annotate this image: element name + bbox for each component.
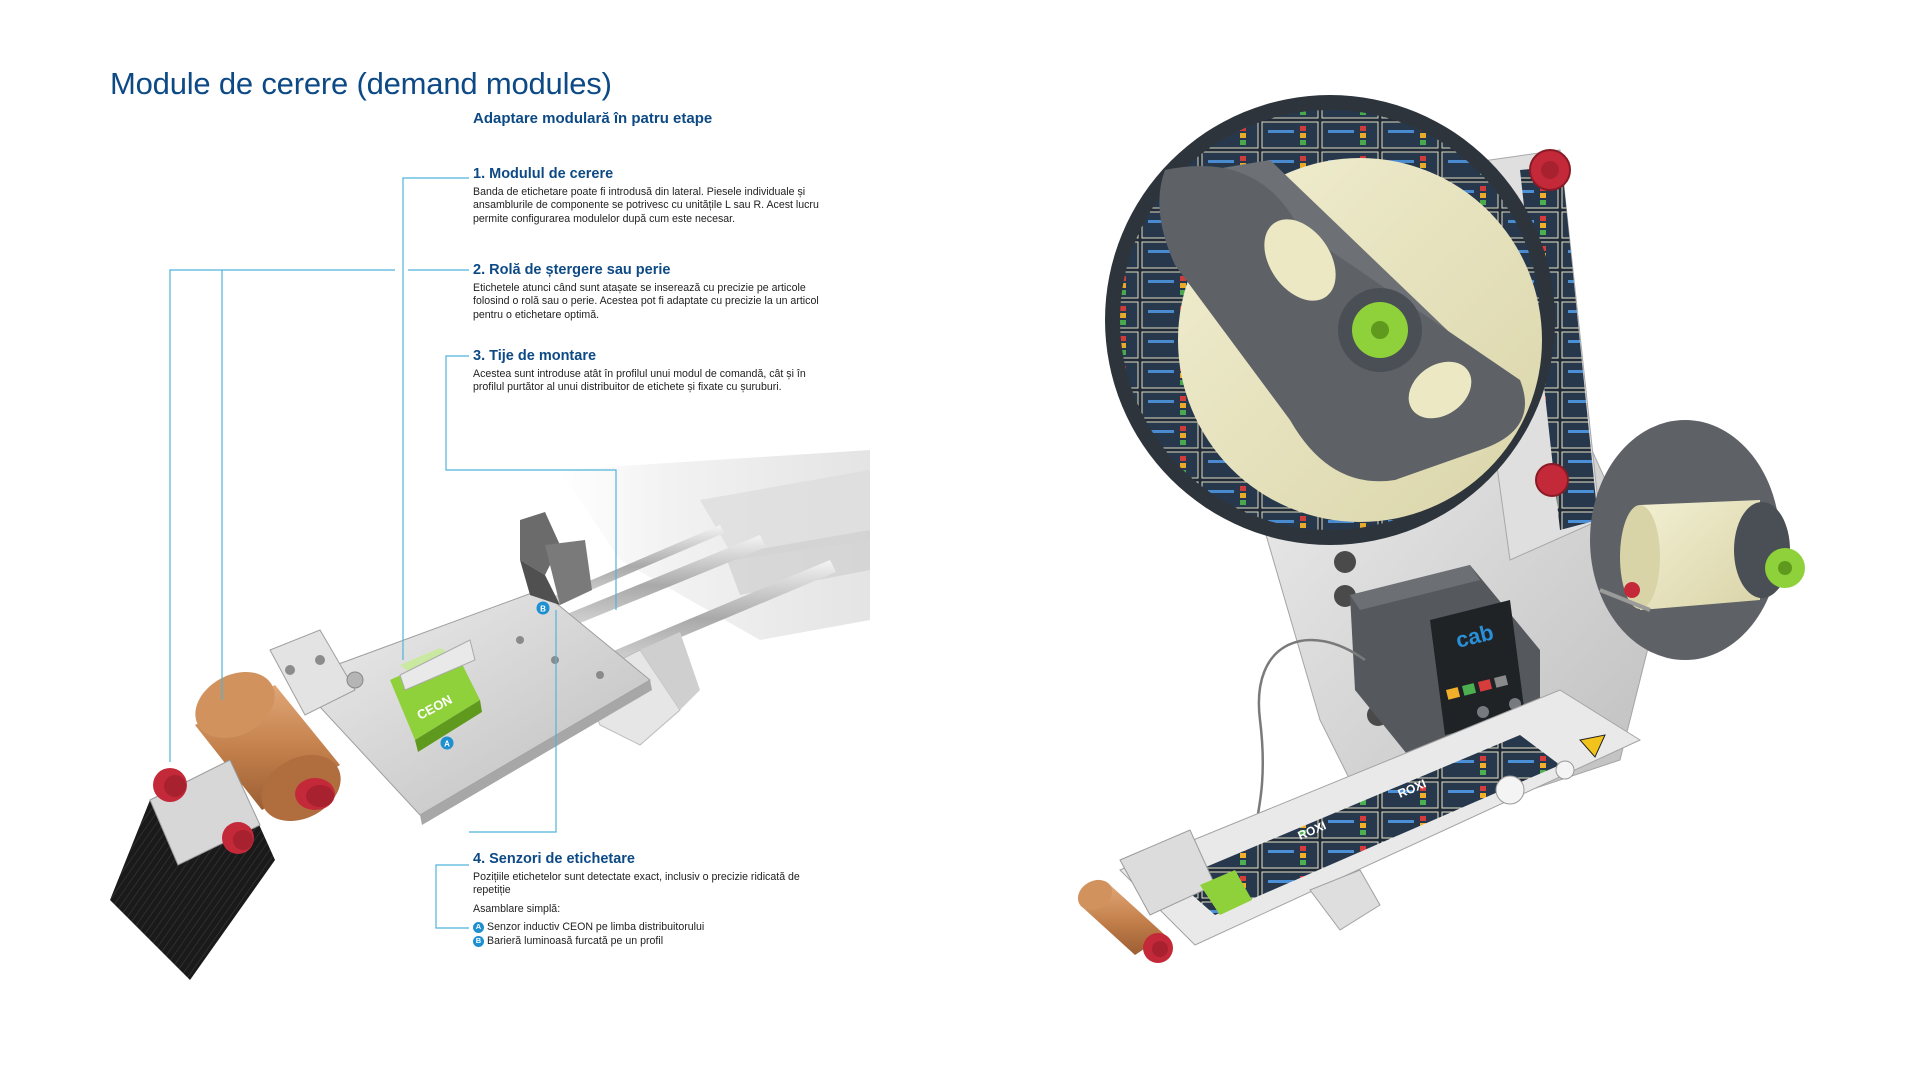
callout-label-sensors: 4. Senzori de etichetare Pozițiile etich… xyxy=(473,851,833,948)
wiper-roller xyxy=(195,671,341,822)
control-unit: cab xyxy=(1350,565,1540,770)
badge-a-marker xyxy=(440,736,454,750)
sensor-cable xyxy=(1248,638,1366,871)
warning-triangle-icon xyxy=(1579,734,1606,758)
callout-heading: 4. Senzori de etichetare xyxy=(473,851,635,867)
label-strip-tongue xyxy=(1175,735,1560,915)
roxi-label-text: ROXI xyxy=(1296,818,1328,842)
list-item: B Barieră luminoasă furcată pe un profil xyxy=(473,934,833,948)
callout-text: Pozițiile etichetelor sunt detectate exa… xyxy=(473,871,800,897)
callout-text: Banda de etichetare poate fi introdusă d… xyxy=(473,186,819,225)
callout-heading: 1. Modulul de cerere xyxy=(473,166,614,182)
callout-roller-brush: 2. Rolă de ștergere sau perie Etichetele… xyxy=(473,262,833,322)
badge-a: A xyxy=(473,921,484,933)
page-title: Module de cerere (demand modules) xyxy=(110,66,612,101)
page-subtitle: Adaptare modulară în patru etape xyxy=(473,110,713,127)
badge-b: B xyxy=(473,935,484,947)
badge-b-marker xyxy=(536,601,550,615)
dispenser-body-fade xyxy=(560,450,870,640)
label-strip-vertical xyxy=(1520,166,1598,530)
ceon-sensor: CEON xyxy=(390,648,482,752)
fork-light-barrier xyxy=(520,512,592,605)
main-body xyxy=(1249,379,1661,841)
callout-demand-module: 1. Modulul de cerere Banda de etichetare… xyxy=(473,166,833,226)
supply-spool xyxy=(1105,95,1555,545)
callout-heading: 3. Tije de montare xyxy=(473,348,597,364)
callout-text: Acestea sunt introduse atât în profilul … xyxy=(473,368,806,394)
ceon-logo: CEON xyxy=(414,692,454,723)
assembly-list: A Senzor inductiv CEON pe limba distribu… xyxy=(473,920,833,948)
badge-a-marker-text: A xyxy=(444,740,450,749)
assembly-label: Asamblare simplă: xyxy=(473,902,561,915)
mounting-rods xyxy=(540,525,836,677)
badge-b-marker-text: B xyxy=(540,605,546,614)
cab-logo: cab xyxy=(1453,619,1496,652)
list-item: A Senzor inductiv CEON pe limba distribu… xyxy=(473,920,833,934)
dispenser-tongue xyxy=(1119,689,1642,946)
rewind-spool xyxy=(1590,420,1805,660)
roxi-label-text: ROXI xyxy=(1396,776,1428,800)
list-item-text: Barieră luminoasă furcată pe un profil xyxy=(487,935,664,948)
callout-text: Etichetele atunci când sunt atașate se i… xyxy=(473,282,819,321)
front-roller xyxy=(1077,879,1173,963)
callout-heading: 2. Rolă de ștergere sau perie xyxy=(473,262,671,278)
brush xyxy=(110,759,275,980)
list-item-text: Senzor inductiv CEON pe limba distribuit… xyxy=(487,921,705,934)
callout-mounting-rods: 3. Tije de montare Acestea sunt introdus… xyxy=(473,348,833,395)
assembled-dispenser: cab ROXI ROXI xyxy=(1077,95,1805,963)
base-plate xyxy=(294,589,651,816)
